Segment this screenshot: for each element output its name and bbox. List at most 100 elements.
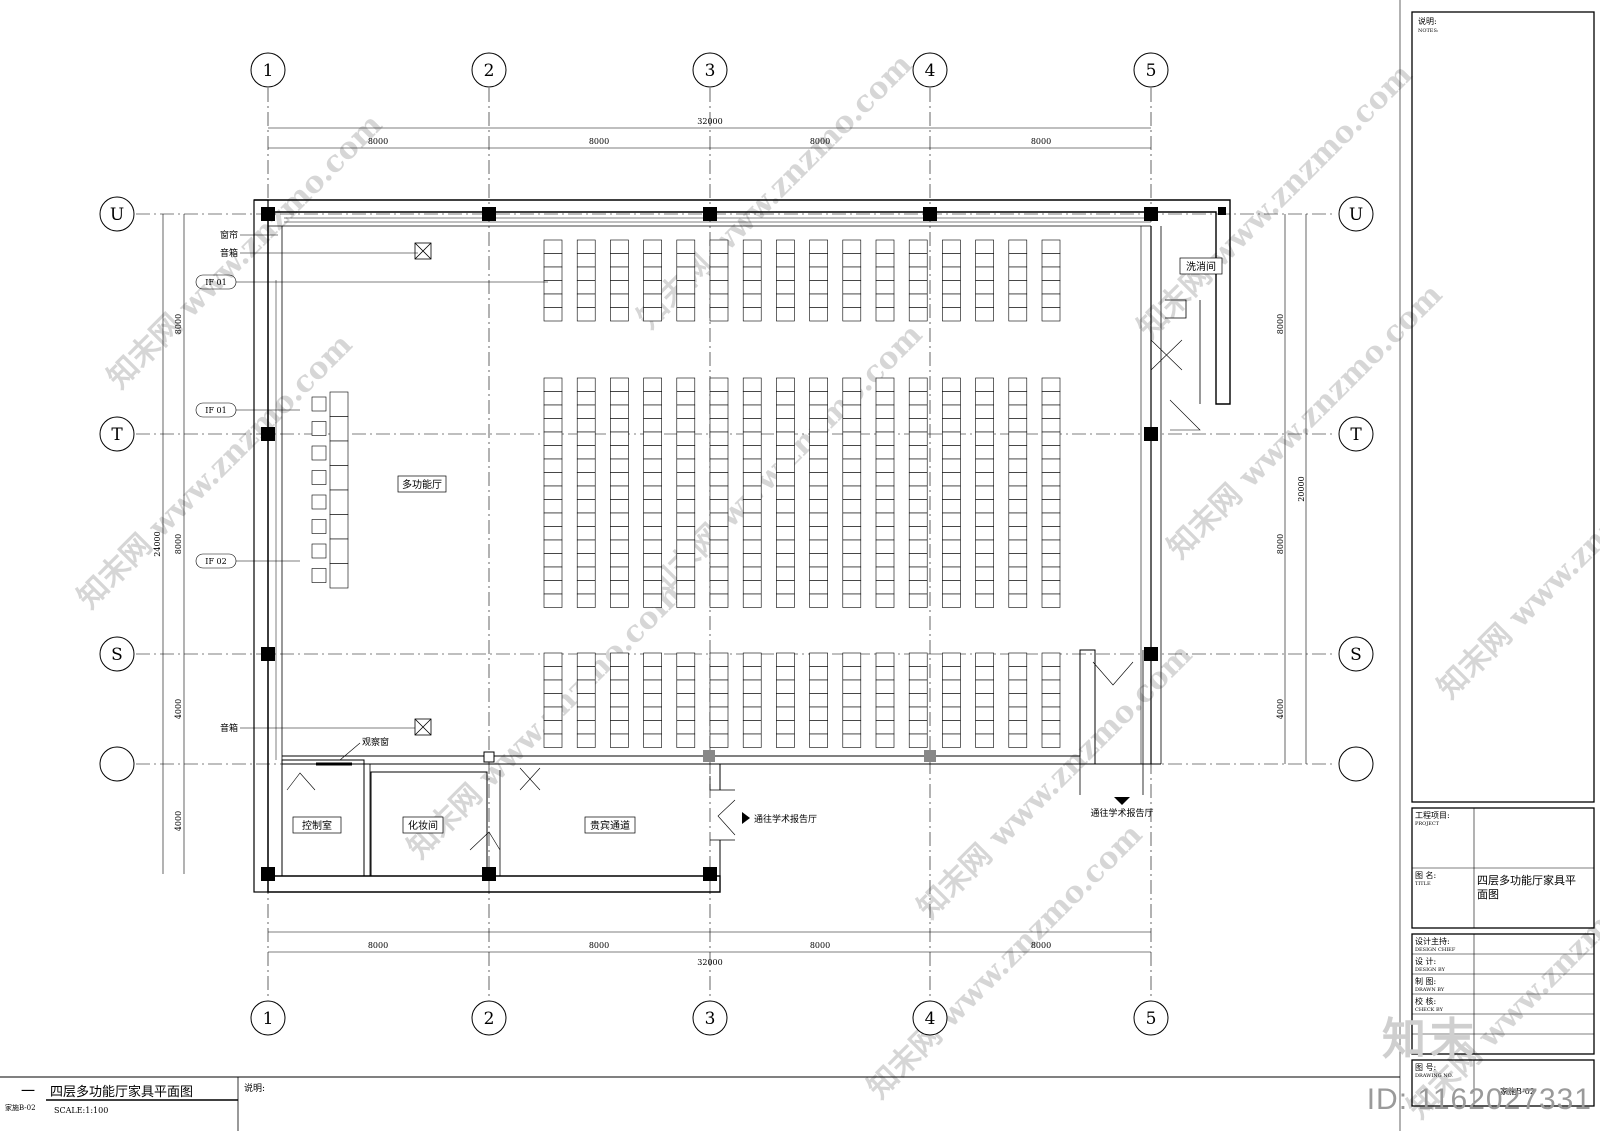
seat [610,666,629,681]
seat [842,733,862,748]
seat [576,593,596,608]
seat [809,266,828,281]
seat [809,693,828,708]
seat [543,526,563,541]
seat [1008,445,1028,460]
tb-drawing-no-cn: 图 号: [1415,1063,1436,1072]
seat [742,526,762,541]
seat [610,458,629,473]
seat [676,472,696,487]
seat [1008,512,1028,527]
seat [776,472,795,487]
seat [709,418,729,433]
seat [1008,404,1028,419]
speakers [414,242,432,736]
tag-if-02: IF 02 [205,557,226,566]
seat [842,580,862,595]
seat [842,499,862,514]
tb-drawn-cn: 制 图: [1415,976,1436,986]
seat [676,666,696,681]
seat [676,580,696,595]
seat [842,418,862,433]
seat [776,539,795,554]
seat [1041,733,1061,748]
seat [842,526,862,541]
seat [676,566,696,581]
seat [1041,720,1061,735]
dim-top-span: 8000 [368,137,388,146]
seat [610,652,629,667]
label-to-lecture-hall: 通往学术报告厅 [1090,807,1153,819]
grid-label: 5 [1146,1009,1157,1029]
seat [776,693,795,708]
grid-bubble-2-top: 2 [471,52,507,88]
seat [809,512,828,527]
seat [610,580,629,595]
seat [975,404,994,419]
seat [643,526,662,541]
seat [975,679,994,694]
seat [776,458,795,473]
tb-title-value: 面图 [1477,888,1499,901]
seat [709,706,729,721]
seat [610,706,629,721]
seat [875,431,895,446]
seat [842,566,862,581]
seat [842,652,862,667]
seat [1008,307,1028,322]
tb-drawing-no-en: DRAWING NO. [1415,1073,1453,1079]
seat [1008,693,1028,708]
seat [842,693,862,708]
seat [776,431,795,446]
seat [610,307,629,322]
seat [942,307,961,322]
seat [709,280,729,295]
seat [576,733,596,748]
seat [776,445,795,460]
tb-title-en: TITLE [1415,881,1431,887]
seat [809,431,828,446]
seat [875,499,895,514]
seat [875,566,895,581]
seat [643,553,662,568]
site-watermark: 知末网 www.znzmo.com [1431,417,1600,706]
seat [610,526,629,541]
label-curtain: 窗帘 [220,229,238,241]
seat [975,666,994,681]
seat [875,418,895,433]
seat [742,666,762,681]
seat [875,280,895,295]
seat [676,679,696,694]
seat [576,652,596,667]
seat [1008,720,1028,735]
seat [576,377,596,392]
asset-id-watermark: ID: 1162027331 [1366,1083,1592,1116]
seat [742,720,762,735]
seat [1041,652,1061,667]
seat [809,526,828,541]
seat [908,499,928,514]
seat [1008,485,1028,500]
seat [709,499,729,514]
seat [1041,472,1061,487]
seat [776,391,795,406]
seat [942,239,961,254]
seat [975,458,994,473]
tb-drawn-en: DRAWN BY [1415,987,1445,993]
seat [942,512,961,527]
seat [709,539,729,554]
seat [942,377,961,392]
seat [742,266,762,281]
seat [975,293,994,308]
seat [1008,266,1028,281]
seat [942,431,961,446]
seat [776,666,795,681]
tb-title-value: 四层多功能厅家具平 [1477,873,1576,887]
seat [1008,553,1028,568]
seat [776,266,795,281]
seat [543,499,563,514]
seat [1041,553,1061,568]
seat [809,485,828,500]
label-to-lecture-hall: 通往学术报告厅 [754,813,817,825]
seat [610,266,629,281]
